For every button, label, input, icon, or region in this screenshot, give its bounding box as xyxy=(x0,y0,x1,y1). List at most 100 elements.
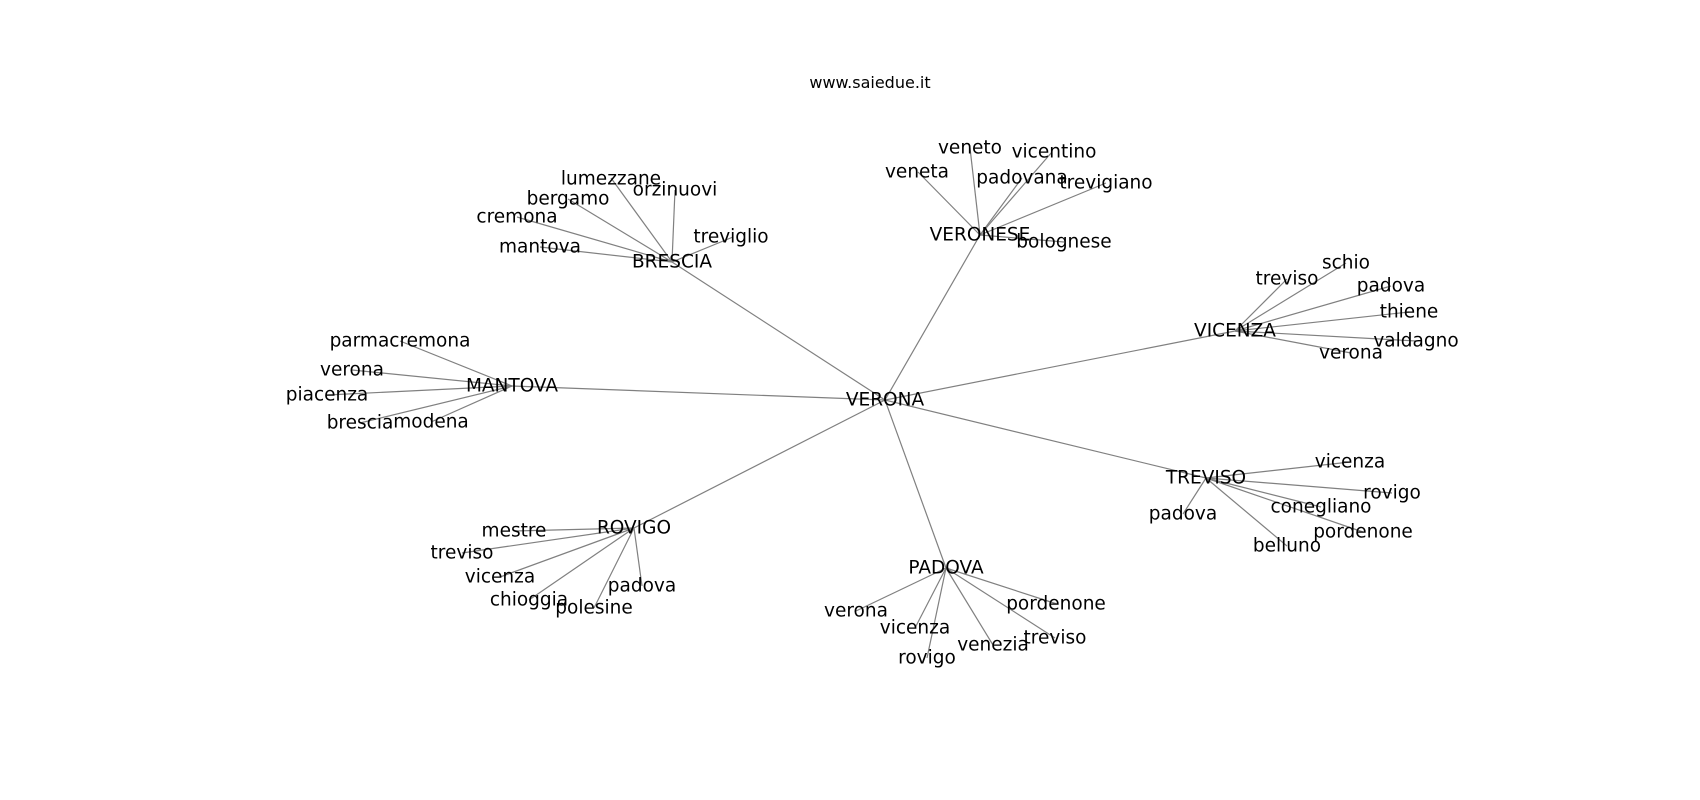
hub-node-mantova: MANTOVA xyxy=(466,376,558,397)
leaf-node-vicenza-verona: verona xyxy=(1319,343,1383,364)
leaf-node-brescia-cremona: cremona xyxy=(476,207,557,228)
leaf-node-vicenza-treviso: treviso xyxy=(1256,269,1319,290)
leaf-node-treviso-conegliano: conegliano xyxy=(1270,497,1371,518)
edge-root-brescia xyxy=(671,261,886,401)
edge-vicenza-verona xyxy=(1234,330,1352,354)
edge-brescia-bergamo xyxy=(567,198,673,263)
leaf-node-mantova-modena: modena xyxy=(393,412,469,433)
leaf-node-rovigo-vicenza: vicenza xyxy=(465,567,535,588)
leaf-node-rovigo-mestre: mestre xyxy=(482,521,547,542)
edge-vicenza-valdagno xyxy=(1234,330,1417,342)
leaf-node-treviso-padova: padova xyxy=(1149,504,1217,525)
edge-brescia-orzinuovi xyxy=(671,189,676,263)
leaf-node-mantova-verona: verona xyxy=(320,360,384,381)
edge-root-rovigo xyxy=(633,399,886,529)
leaf-node-treviso-rovigo: rovigo xyxy=(1363,483,1421,504)
edge-padova-verona xyxy=(855,567,947,612)
edge-rovigo-padova xyxy=(633,527,643,587)
edge-rovigo-chioggia xyxy=(528,527,635,601)
edge-veronese-padovana xyxy=(979,177,1023,236)
leaf-node-mantova-parmacremona: parmacremona xyxy=(330,331,471,352)
edge-brescia-treviglio xyxy=(671,236,734,263)
leaf-node-rovigo-chioggia: chioggia xyxy=(490,590,568,611)
leaf-node-padova-verona: verona xyxy=(824,601,888,622)
edge-veronese-trevigiano xyxy=(979,182,1107,236)
leaf-node-rovigo-polesine: polesine xyxy=(555,598,632,619)
leaf-node-padova-treviso: treviso xyxy=(1024,628,1087,649)
edge-rovigo-polesine xyxy=(593,527,635,609)
leaf-node-veronese-padovana: padovana xyxy=(976,168,1068,189)
edge-treviso-vicenza xyxy=(1205,461,1351,479)
page-title: www.saiedue.it xyxy=(809,73,930,92)
edge-padova-rovigo xyxy=(926,567,947,659)
edge-mantova-verona xyxy=(351,369,513,387)
edge-padova-vicenza xyxy=(914,567,947,629)
edge-mantova-piacenza xyxy=(326,385,513,396)
leaf-node-treviso-vicenza: vicenza xyxy=(1315,452,1385,473)
leaf-node-veronese-veneto: veneto xyxy=(938,138,1002,159)
edge-padova-treviso xyxy=(945,567,1056,639)
edge-mantova-parmacremona xyxy=(399,340,513,387)
hub-node-brescia: BRESCIA xyxy=(632,252,712,273)
hub-node-vicenza: VICENZA xyxy=(1194,321,1276,342)
edge-treviso-belluno xyxy=(1205,477,1288,547)
edge-root-treviso xyxy=(884,399,1207,479)
edge-root-veronese xyxy=(884,234,981,401)
leaf-node-veronese-veneta: veneta xyxy=(885,162,949,183)
edge-root-vicenza xyxy=(884,330,1236,401)
leaf-node-padova-rovigo: rovigo xyxy=(898,648,956,669)
leaf-node-vicenza-thiene: thiene xyxy=(1380,302,1439,323)
edge-treviso-padova xyxy=(1182,477,1207,515)
edge-mantova-modena xyxy=(430,385,513,423)
hub-node-padova: PADOVA xyxy=(908,558,984,579)
edge-treviso-conegliano xyxy=(1205,477,1322,508)
edge-vicenza-treviso xyxy=(1234,278,1288,332)
leaf-node-veronese-vicentino: vicentino xyxy=(1012,142,1097,163)
hub-node-rovigo: ROVIGO xyxy=(597,518,671,539)
leaf-node-padova-vicenza: vicenza xyxy=(880,618,950,639)
hub-node-veronese: VERONESE xyxy=(930,225,1031,246)
leaf-node-brescia-mantova: mantova xyxy=(499,237,581,258)
edge-root-padova xyxy=(884,399,947,569)
edge-root-mantova xyxy=(511,385,886,401)
edge-brescia-mantova xyxy=(539,246,673,263)
edge-veronese-veneto xyxy=(969,147,981,236)
leaf-node-vicenza-valdagno: valdagno xyxy=(1373,331,1458,352)
hub-node-treviso: TREVISO xyxy=(1165,468,1246,489)
leaf-node-veronese-trevigiano: trevigiano xyxy=(1059,173,1152,194)
leaf-node-brescia-lumezzane: lumezzane xyxy=(561,169,661,190)
leaf-node-treviso-pordenone: pordenone xyxy=(1313,522,1413,543)
leaf-node-treviso-belluno: belluno xyxy=(1253,536,1321,557)
edge-veronese-vicentino xyxy=(979,151,1053,236)
edge-rovigo-treviso xyxy=(461,527,635,554)
leaf-node-vicenza-schio: schio xyxy=(1322,253,1370,274)
edge-vicenza-schio xyxy=(1234,262,1347,332)
leaf-node-brescia-bergamo: bergamo xyxy=(527,189,610,210)
leaf-node-padova-pordenone: pordenone xyxy=(1006,594,1106,615)
edge-veronese-veneta xyxy=(917,171,981,236)
edge-vicenza-padova xyxy=(1234,285,1392,332)
edge-rovigo-vicenza xyxy=(499,527,635,578)
edge-rovigo-mestre xyxy=(513,527,635,532)
edge-padova-pordenone xyxy=(945,567,1058,605)
edge-padova-venezia xyxy=(945,567,994,646)
leaf-node-mantova-piacenza: piacenza xyxy=(286,385,369,406)
leaf-node-padova-venezia: venezia xyxy=(957,635,1029,656)
leaf-node-mantova-brescia: brescia xyxy=(327,413,394,434)
root-node-verona: VERONA xyxy=(846,390,925,411)
edge-veronese-bolognese xyxy=(979,234,1065,243)
edge-mantova-brescia xyxy=(359,385,513,424)
edge-treviso-pordenone xyxy=(1205,477,1364,533)
edges-layer xyxy=(326,147,1417,659)
leaf-node-vicenza-padova: padova xyxy=(1357,276,1425,297)
edge-brescia-lumezzane xyxy=(610,177,673,263)
edge-treviso-rovigo xyxy=(1205,477,1393,494)
leaf-node-veronese-bolognese: bolognese xyxy=(1016,232,1111,253)
leaf-node-rovigo-padova: padova xyxy=(608,576,676,597)
leaf-node-brescia-treviglio: treviglio xyxy=(693,227,768,248)
leaf-node-brescia-orzinuovi: orzinuovi xyxy=(633,180,718,201)
edge-vicenza-thiene xyxy=(1234,311,1410,332)
leaf-node-rovigo-treviso: treviso xyxy=(431,543,494,564)
